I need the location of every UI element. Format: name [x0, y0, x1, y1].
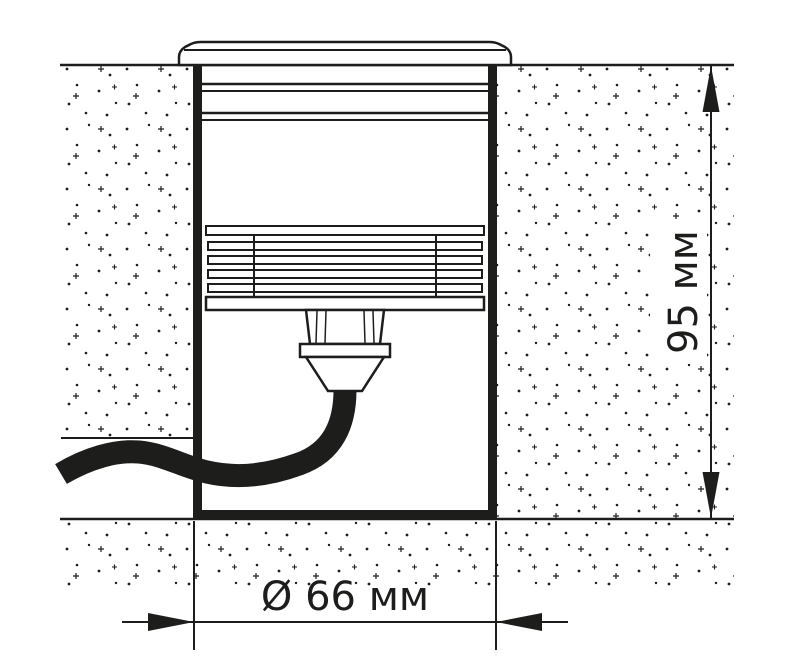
lamp-top-plate — [205, 225, 485, 236]
gland-nut-rib — [324, 310, 327, 344]
ground-left-block — [61, 66, 193, 438]
heatsink-fin — [207, 283, 483, 293]
gland-nut-rib — [372, 310, 375, 344]
gland-cone — [303, 355, 387, 393]
dimension-diameter: Ø 66 мм — [122, 521, 568, 650]
arrow-down-icon — [702, 472, 720, 518]
cable-gland — [298, 308, 392, 393]
flange — [177, 40, 513, 67]
heatsink-fin — [207, 269, 483, 279]
luminaire — [55, 40, 513, 519]
arrow-right-icon — [148, 613, 194, 631]
housing-left-wall — [193, 65, 202, 519]
ground-hatch — [60, 63, 734, 588]
glass-layers — [202, 82, 488, 121]
lamp-module — [204, 225, 486, 312]
gland-nut-rib — [363, 310, 366, 344]
arrow-up-icon — [702, 66, 720, 112]
mounting-plate — [204, 295, 486, 312]
dimension-height: 95 мм — [661, 66, 720, 518]
gland-nut-rib — [315, 310, 318, 344]
arrow-left-icon — [496, 613, 542, 631]
heatsink-fin — [207, 255, 483, 265]
dimension-text-clearance — [650, 220, 707, 364]
ground-bottom-strip — [61, 520, 734, 588]
heatsink-fin — [207, 241, 483, 251]
power-cable — [55, 389, 357, 487]
housing-bottom-wall — [193, 510, 497, 519]
gland-nut — [304, 308, 386, 346]
height-dimension-label: 95 мм — [661, 230, 707, 354]
diameter-dimension-label: Ø 66 мм — [261, 574, 429, 620]
housing-right-wall — [488, 65, 497, 519]
gland-flange — [298, 342, 392, 359]
